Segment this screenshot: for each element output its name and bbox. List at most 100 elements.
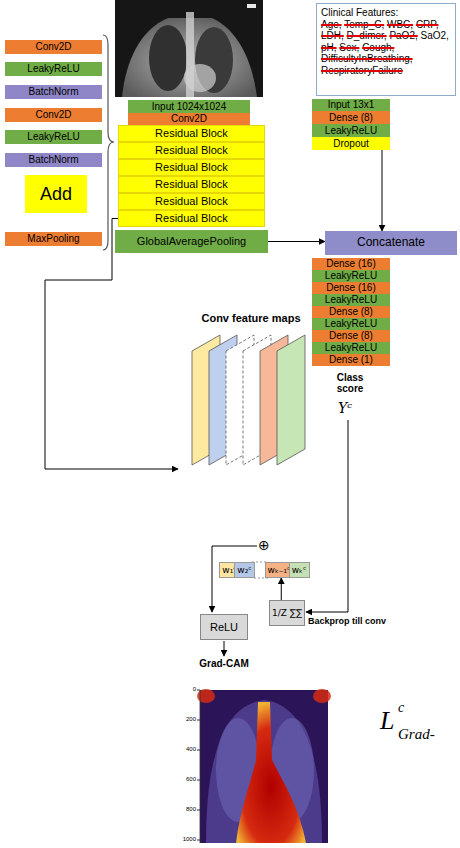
formula-subscript: Grad-	[398, 726, 435, 743]
box-label: Dropout	[333, 138, 369, 150]
layer-box: MaxPooling	[5, 232, 102, 246]
bracket	[103, 35, 114, 250]
box-label: Conv2D	[171, 113, 207, 125]
box-label: LeakyReLU	[325, 318, 377, 330]
relu-line	[224, 641, 225, 656]
box-label: wₖ₋₁ᶜ	[268, 565, 291, 575]
box-label: Dense (16)	[326, 282, 375, 294]
connector-arrow	[45, 219, 178, 470]
input-box: Input 13x1	[312, 99, 390, 111]
pooling-box: GlobalAveragePooling	[115, 230, 268, 253]
connector-arrow	[281, 578, 282, 600]
layer-box: LeakyReLU	[312, 124, 390, 137]
relu-box: ReLU	[200, 614, 248, 640]
box-label: wₖᶜ	[292, 565, 307, 575]
box-label: LeakyReLU	[325, 342, 377, 354]
feature-word: RespiratoryFailure	[321, 65, 403, 76]
feature-word: CRP,	[416, 19, 439, 30]
box-label: ReLU	[210, 621, 238, 634]
formula-superscript: c	[398, 700, 404, 716]
box-label: LeakyReLU	[325, 294, 377, 306]
weight-cell: w₂ᶜ	[234, 562, 255, 578]
feature-word: Temp_C,	[344, 19, 384, 30]
box-label: Residual Block	[155, 127, 228, 140]
formula-symbol: L	[380, 706, 394, 736]
output-label: Grad-CAM	[194, 658, 254, 669]
sum-box: 1/Z ∑∑	[269, 600, 305, 626]
box-label: GlobalAveragePooling	[137, 235, 246, 248]
axis-tick: 600	[176, 776, 196, 782]
box-label: BatchNorm	[28, 86, 78, 98]
box-label: LeakyReLU	[325, 270, 377, 282]
residual-block: Residual Block	[118, 159, 265, 176]
residual-block: Residual Block	[118, 193, 265, 210]
xray-image	[115, 0, 263, 97]
feature-word: DifficultyInBreathing,	[321, 53, 413, 64]
sum-line	[212, 546, 257, 612]
class-score-symbol: Yᶜ	[338, 400, 352, 416]
sum-symbol: ⊕	[258, 537, 270, 553]
axis-tick: 0	[176, 686, 196, 692]
box-label: Concatenate	[357, 236, 425, 250]
box-label: LeakyReLU	[325, 125, 377, 137]
feature-word: LDH,	[321, 30, 344, 41]
box-label: Input 13x1	[328, 99, 375, 111]
box-label: Residual Block	[155, 195, 228, 208]
connector-arrow	[268, 241, 325, 242]
add-box: Add	[25, 175, 87, 213]
box-label: Residual Block	[155, 144, 228, 157]
output-label: Class score	[324, 372, 376, 394]
layer-box: Conv2D	[5, 108, 102, 122]
box-heading: Clinical Features:	[321, 7, 398, 19]
box-label: Age, Temp_C, WBC, CRP, LDH, D_dimer, PaO…	[321, 19, 451, 77]
box-label: Residual Block	[155, 212, 228, 225]
box-label: Dense (8)	[329, 112, 373, 124]
axis-tick: 800	[176, 806, 196, 812]
box-label: Residual Block	[155, 178, 228, 191]
feature-word: D_dimer,	[347, 30, 387, 41]
feature-list-box: Clinical Features:Age, Temp_C, WBC, CRP,…	[316, 3, 456, 96]
layer-box: LeakyReLU	[312, 270, 390, 282]
concatenate-box: Concatenate	[325, 231, 457, 255]
residual-block: Residual Block	[118, 210, 265, 227]
box-label: 1/Z ∑∑	[272, 608, 302, 618]
weight-cell: wₖᶜ	[289, 562, 310, 578]
layer-box: Dense (8)	[312, 111, 390, 124]
arrow-label: Backprop till conv	[308, 616, 386, 626]
box-label: Add	[40, 184, 72, 205]
layer-box: Dense (8)	[312, 330, 390, 342]
layer-box: Dropout	[312, 137, 390, 150]
box-label: Dense (1)	[329, 354, 373, 366]
input-box: Input 1024x1024	[128, 100, 250, 113]
residual-block: Residual Block	[118, 142, 265, 159]
layer-box: LeakyReLU	[312, 294, 390, 306]
feature-word: WBC,	[387, 19, 413, 30]
axis-tick: 1000	[176, 836, 196, 842]
backprop-line	[306, 420, 348, 612]
box-label: w₂ᶜ	[237, 565, 251, 575]
box-label: Residual Block	[155, 161, 228, 174]
box-label: Dense (8)	[329, 306, 373, 318]
box-heading: Conv feature maps	[201, 312, 300, 325]
layer-box: LeakyReLU	[312, 342, 390, 354]
box-label: LeakyReLU	[27, 63, 79, 75]
feature-word: PaO2,	[389, 30, 417, 41]
box-label: Conv2D	[35, 41, 71, 53]
feature-maps: Conv feature maps	[178, 312, 324, 487]
layer-box: Dense (16)	[312, 258, 390, 270]
residual-block: Residual Block	[118, 176, 265, 193]
feature-word: Age,	[321, 19, 342, 30]
layer-box: LeakyReLU	[5, 130, 102, 144]
layer-box: Conv2D	[128, 113, 250, 125]
connector-arrow	[382, 150, 383, 231]
layer-box: Dense (16)	[312, 282, 390, 294]
layer-box: BatchNorm	[5, 85, 102, 99]
feature-word: Sex,	[339, 42, 359, 53]
box-label: Input 1024x1024	[152, 101, 227, 113]
layer-box: Dense (8)	[312, 306, 390, 318]
layer-box: LeakyReLU	[5, 62, 102, 76]
feature-word: Cough,	[362, 42, 394, 53]
axis-tick: 400	[176, 746, 196, 752]
feature-word: pH,	[321, 42, 337, 53]
